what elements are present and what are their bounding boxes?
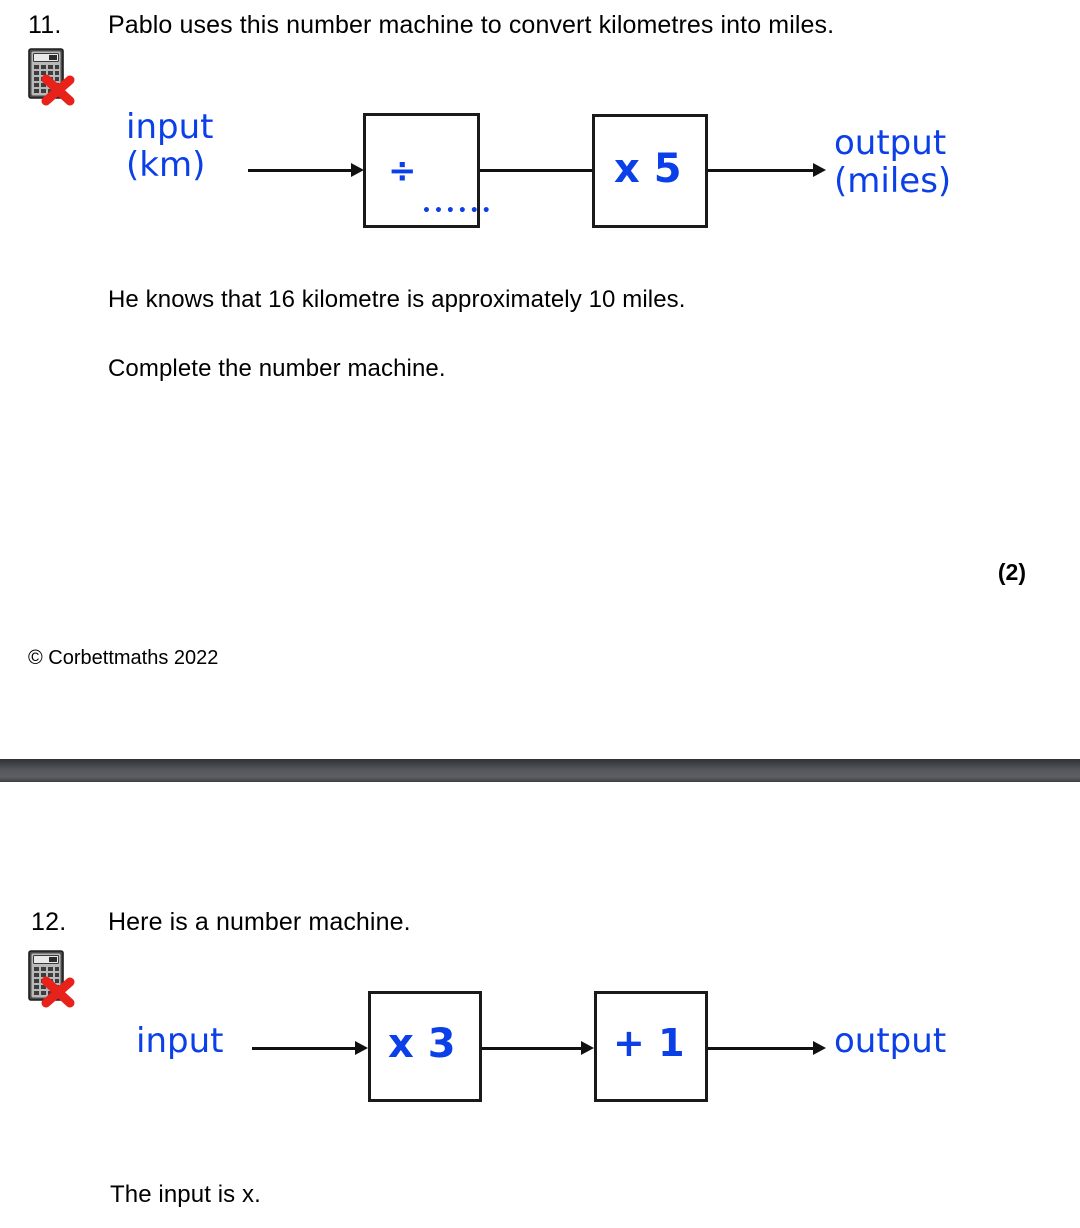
q12-box2-operation: + 1	[613, 1021, 685, 1065]
q11-box2-operation: x 5	[614, 146, 682, 192]
q11-box1-operation: ÷	[388, 151, 417, 191]
question-12-fact: The input is x.	[110, 1181, 261, 1208]
worksheet-page-1: 11. Pablo uses this number machine to co…	[22, 11, 1026, 669]
page-divider	[0, 759, 1080, 782]
q12-machine-box-1: x 3	[368, 991, 482, 1102]
q11-input-label-line2: (km)	[126, 145, 206, 186]
q12-input-label: input	[136, 1021, 224, 1061]
q11-input-label: input (km)	[126, 108, 213, 184]
question-11-instruction: Complete the number machine.	[108, 355, 446, 382]
q12-arrow-input-to-box1	[252, 1041, 368, 1055]
q11-output-label-line2: (miles)	[834, 161, 952, 202]
question-12-prompt: Here is a number machine.	[108, 908, 411, 936]
q11-arrow-box2-to-output	[708, 163, 826, 177]
question-11-prompt: Pablo uses this number machine to conver…	[108, 11, 835, 39]
question-11-fact: He knows that 16 kilometre is approximat…	[108, 286, 686, 313]
q11-arrow-input-to-box1	[248, 163, 364, 177]
worksheet-page-2: 12. Here is a number machine.	[0, 782, 1080, 1228]
q11-input-label-line1: input	[126, 107, 214, 147]
q11-arrow-box1-to-box2	[480, 163, 592, 177]
calculator-not-allowed-icon	[22, 46, 78, 106]
question-11-number: 11.	[28, 11, 62, 39]
q11-box1-blank[interactable]: ••••••	[422, 203, 494, 219]
q11-output-label: output (miles)	[834, 124, 951, 200]
question-11-marks: (2)	[997, 559, 1026, 585]
q12-arrow-box2-to-output	[708, 1041, 826, 1055]
question-12-number: 12.	[31, 908, 67, 936]
q11-machine-box-1[interactable]: ÷ ••••••	[363, 113, 491, 228]
q11-output-label-line1: output	[834, 123, 947, 163]
q12-machine-box-2: + 1	[594, 991, 708, 1102]
q11-machine-box-2: x 5	[592, 114, 708, 228]
q12-arrow-box1-to-box2	[482, 1041, 594, 1055]
q12-output-label: output	[834, 1021, 947, 1061]
footer-copyright: © Corbettmaths 2022	[28, 647, 219, 669]
q12-box1-operation: x 3	[388, 1021, 456, 1067]
calculator-not-allowed-icon	[22, 948, 78, 1008]
